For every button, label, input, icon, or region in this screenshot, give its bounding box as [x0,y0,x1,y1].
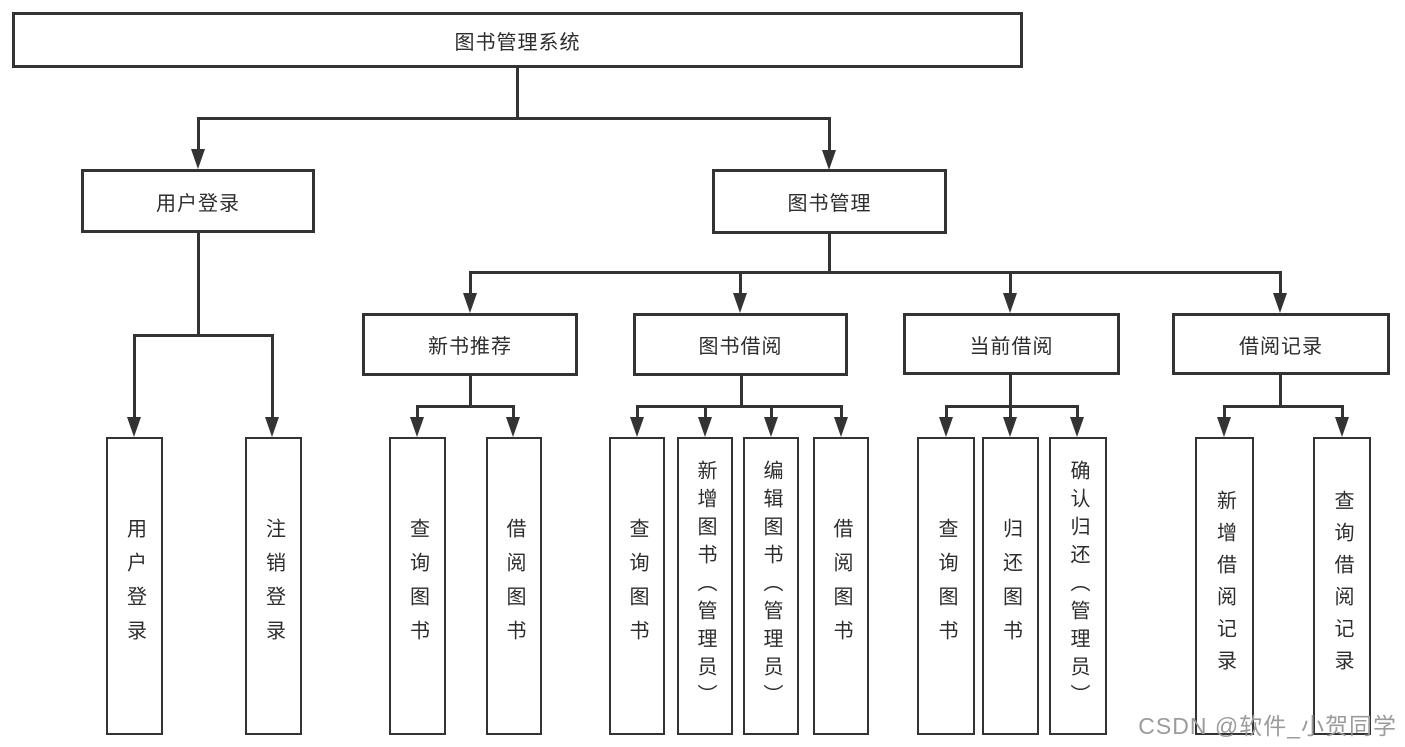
node-book-management: 图书管理 [712,169,947,234]
connector-line [133,334,136,420]
leaf-edit-book-admin-label: 编辑图书（管理员） [760,460,782,712]
arrowhead-icon [1273,293,1287,313]
arrowhead-icon [630,417,644,437]
arrowhead-icon [1335,417,1349,437]
connector-line [840,405,843,421]
connector-line [636,405,842,408]
leaf-borrow-books-borrowing-label: 借阅图书 [830,518,852,654]
node-current-borrowing-label: 当前借阅 [969,335,1054,358]
connector-line [416,405,515,408]
node-book-management-label: 图书管理 [787,193,872,215]
leaf-logout: 注销登录 [245,437,302,735]
connector-line [1279,374,1282,407]
node-borrow-records-label: 借阅记录 [1239,335,1323,358]
node-book-borrowing-label: 图书借阅 [698,336,783,358]
arrowhead-icon [698,417,712,437]
leaf-borrow-books-recommend: 借阅图书 [486,437,542,735]
node-new-book-recommend-label: 新书推荐 [428,336,512,358]
connector-line [1341,405,1344,421]
connector-line [1009,405,1012,421]
leaf-query-books-current-label: 查询图书 [935,518,957,654]
node-borrow-records: 借阅记录 [1172,313,1390,375]
leaf-return-book: 归还图书 [982,437,1039,735]
leaf-query-books-borrowing-label: 查询图书 [626,518,648,654]
leaf-user-login-label: 用户登录 [123,518,146,654]
leaf-add-book-admin-label: 新增图书（管理员） [694,460,716,712]
connector-line [740,375,743,407]
connector-line [271,334,274,420]
arrowhead-icon [1003,417,1017,437]
connector-line [469,375,472,407]
connector-line [828,234,831,273]
connector-line [945,405,1079,408]
connector-line [198,117,831,120]
leaf-user-login: 用户登录 [106,437,163,735]
connector-line [828,117,831,152]
leaf-borrow-books-recommend-label: 借阅图书 [503,518,525,654]
arrowhead-icon [1217,417,1231,437]
leaf-edit-book-admin: 编辑图书（管理员） [743,437,799,735]
node-user-login-label: 用户登录 [156,192,240,215]
arrowhead-icon [733,293,747,313]
connector-line [1009,374,1012,407]
connector-line [469,271,472,298]
arrowhead-icon [1070,417,1084,437]
arrowhead-icon [822,150,836,170]
connector-line [1223,405,1226,421]
connector-line [636,405,639,421]
connector-line [704,405,707,421]
connector-line [739,271,742,298]
leaf-query-books-recommend: 查询图书 [389,437,446,735]
csdn-watermark: CSDN @软件_小贺同学 [1138,713,1397,739]
leaf-logout-label: 注销登录 [262,518,285,654]
connector-line [1076,405,1079,421]
node-root-label: 图书管理系统 [454,31,581,54]
connector-line [770,405,773,421]
connector-line [133,334,274,337]
leaf-add-borrow-record: 新增借阅记录 [1195,437,1254,735]
arrowhead-icon [764,417,778,437]
leaf-query-books-recommend-label: 查询图书 [406,518,429,654]
node-new-book-recommend: 新书推荐 [362,313,578,376]
connector-line [416,405,419,421]
leaf-borrow-books-borrowing: 借阅图书 [813,437,869,735]
node-user-login: 用户登录 [81,169,315,233]
node-root: 图书管理系统 [12,12,1023,68]
node-current-borrowing: 当前借阅 [903,313,1120,375]
arrowhead-icon [265,417,279,437]
arrowhead-icon [410,417,424,437]
leaf-return-book-label: 归还图书 [999,518,1022,654]
arrowhead-icon [191,149,205,169]
connector-line [516,66,519,119]
connector-line [469,271,1281,274]
leaf-add-borrow-record-label: 新增借阅记录 [1213,490,1236,682]
connector-line [1279,271,1282,298]
arrowhead-icon [127,417,141,437]
arrowhead-icon [834,417,848,437]
connector-line [512,405,515,421]
leaf-confirm-return-admin-label: 确认归还（管理员） [1067,460,1089,712]
arrowhead-icon [506,417,520,437]
leaf-confirm-return-admin: 确认归还（管理员） [1049,437,1107,735]
arrowhead-icon [463,293,477,313]
connector-line [945,405,948,421]
leaf-query-borrow-record-label: 查询借阅记录 [1331,490,1353,682]
leaf-query-borrow-record: 查询借阅记录 [1313,437,1371,735]
leaf-add-book-admin: 新增图书（管理员） [677,437,733,735]
connector-line [197,233,200,336]
connector-line [197,117,200,152]
leaf-query-books-borrowing: 查询图书 [609,437,665,735]
connector-line [1223,405,1343,408]
arrowhead-icon [1003,293,1017,313]
arrowhead-icon [939,417,953,437]
node-book-borrowing: 图书借阅 [633,313,848,376]
connector-line [1009,271,1012,298]
leaf-query-books-current: 查询图书 [917,437,975,735]
